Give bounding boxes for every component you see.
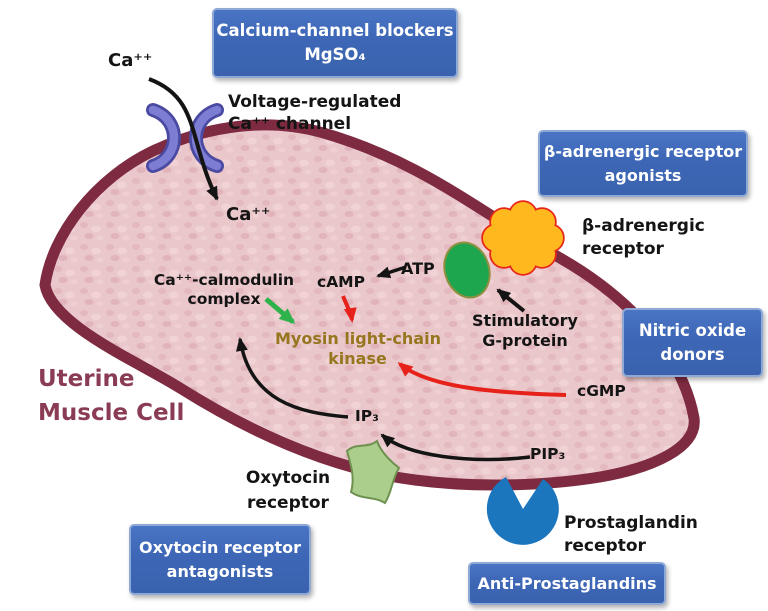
box-line: β-adrenergic receptor <box>543 142 743 162</box>
box-line: antagonists <box>166 561 274 581</box>
box-line: MgSO₄ <box>304 45 366 64</box>
prostaglandin-receptor-icon <box>486 477 559 545</box>
arrow-calmodulin-to-kinase <box>264 297 296 324</box>
myosin-light-chain-kinase-label: Myosin light-chain kinase <box>275 329 441 369</box>
calcium-intracellular-label: Ca⁺⁺ <box>226 204 271 225</box>
box-line: Anti-Prostaglandins <box>477 573 657 593</box>
calmodulin-complex-label: Ca⁺⁺-calmodulin complex <box>149 271 299 309</box>
ip3-label: IP₃ <box>355 407 379 425</box>
box-line: agonists <box>604 165 682 185</box>
cgmp-label: cGMP <box>577 382 626 400</box>
camp-label: cAMP <box>317 273 365 291</box>
box-line: Oxytocin receptor <box>139 538 301 558</box>
label-line: Voltage-regulated <box>228 92 402 112</box>
atp-label: ATP <box>401 259 435 278</box>
arrow-ip3-to-calmodulin <box>235 337 349 419</box>
label-line: receptor <box>247 493 329 513</box>
oxytocin-receptor-icon <box>345 439 401 505</box>
label-line: β-adrenergic <box>582 216 705 236</box>
anti-prostaglandins-box: Anti-Prostaglandins <box>468 562 666 605</box>
label-line: Oxytocin <box>245 468 331 488</box>
calcium-extracellular-label: Ca⁺⁺ <box>108 50 153 71</box>
beta-adrenergic-receptor-icon <box>481 200 565 276</box>
oxytocin-receptor-label: Oxytocin receptor <box>240 466 336 516</box>
arrow-atp-to-camp <box>376 265 407 279</box>
label-line: Uterine <box>38 366 135 392</box>
label-line: kinase <box>328 349 387 368</box>
label-line: Prostaglandin <box>564 513 698 533</box>
stimulatory-g-protein-label: Stimulatory G-protein <box>460 311 590 351</box>
arrow-pip3-to-ip3 <box>380 433 531 462</box>
label-line: Stimulatory <box>472 311 578 330</box>
label-line: Ca⁺⁺-calmodulin <box>153 271 295 289</box>
box-line: Calcium-channel blockers <box>216 21 454 41</box>
pip3-label: PIP₃ <box>530 445 566 463</box>
nitric-oxide-donors-box: Nitric oxide donors <box>622 308 763 377</box>
uterine-muscle-cell-title: Uterine Muscle Cell <box>38 362 184 430</box>
beta-adrenergic-receptor-label: β-adrenergic receptor <box>582 215 705 261</box>
voltage-channel-label: Voltage-regulated Ca⁺⁺ channel <box>228 91 401 135</box>
label-line: complex <box>187 290 261 308</box>
label-line: Ca⁺⁺ channel <box>228 114 352 134</box>
g-protein-icon <box>443 241 491 299</box>
label-line: Myosin light-chain <box>275 329 441 348</box>
label-line: receptor <box>582 239 664 259</box>
calcium-channel-blockers-box: Calcium-channel blockers MgSO₄ <box>212 8 458 78</box>
beta-agonists-box: β-adrenergic receptor agonists <box>538 130 748 197</box>
arrow-ca-influx <box>148 77 219 201</box>
label-line: receptor <box>564 536 646 556</box>
oxytocin-antagonists-box: Oxytocin receptor antagonists <box>129 524 311 595</box>
arrow-gprotein-pointer <box>496 288 526 313</box>
arrow-cgmp-inhibits-kinase <box>397 362 567 397</box>
arrow-camp-inhibits-kinase <box>341 295 357 323</box>
prostaglandin-receptor-label: Prostaglandin receptor <box>564 512 698 558</box>
box-line: Nitric oxide <box>638 320 747 340</box>
label-line: Muscle Cell <box>38 400 185 426</box>
box-line: donors <box>660 344 725 364</box>
label-line: G-protein <box>482 331 568 350</box>
